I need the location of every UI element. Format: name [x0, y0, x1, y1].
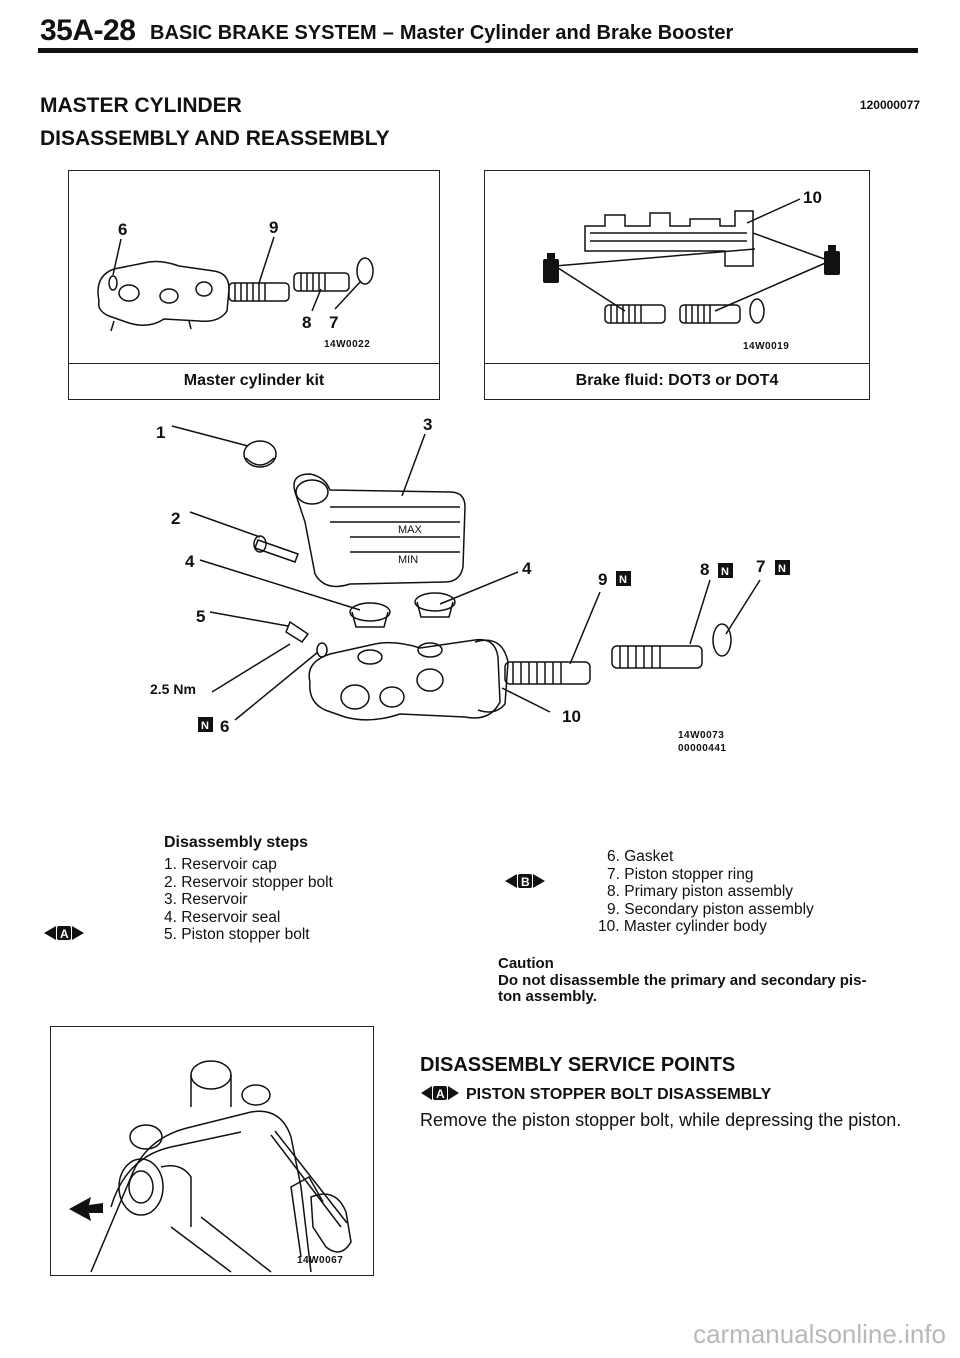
new-part-symbols: N N N N — [198, 560, 790, 732]
service-point-a-title: PISTON STOPPER BOLT DISASSEMBLY — [466, 1086, 772, 1103]
mark-letter: A — [436, 1087, 445, 1101]
exploded-view-figure: 1 2 3 4 4 5 2.5 Nm 6 9 8 7 10 N N N N MA… — [150, 415, 790, 754]
step-item: 2. Reservoir stopper bolt — [164, 873, 333, 891]
step-item: 8. Primary piston assembly — [607, 883, 794, 901]
kit-callout-8: 8 — [302, 313, 311, 332]
header-subsection: Master Cylinder and Brake Booster — [399, 22, 734, 44]
step-item: 9. Secondary piston assembly — [607, 900, 814, 918]
caution-text: Do not disassemble the primary and secon… — [498, 971, 867, 989]
n-symbol: N — [201, 720, 209, 732]
mark-letter: A — [60, 927, 69, 941]
kit-caption: Master cylinder kit — [69, 363, 439, 398]
callout-6: 6 — [220, 717, 229, 736]
fluid-figure-code: 14W0019 — [743, 341, 789, 352]
step-item: 4. Reservoir seal — [164, 908, 281, 926]
service-points-heading: DISASSEMBLY SERVICE POINTS — [420, 1054, 736, 1076]
service-mark-a: A — [44, 926, 84, 941]
kit-figure-code: 14W0022 — [324, 339, 370, 350]
max-mark: MAX — [398, 524, 423, 536]
step-item: 6. Gasket — [607, 848, 674, 865]
fluid-caption: Brake fluid: DOT3 or DOT4 — [485, 363, 869, 398]
exploded-figure-code: 14W0073 — [678, 730, 724, 741]
caution-block: Caution Do not disassemble the primary a… — [498, 955, 867, 1006]
fluid-illustration: 10 14W0019 — [543, 188, 840, 352]
callout-3: 3 — [423, 415, 432, 434]
main-title: MASTER CYLINDER — [40, 94, 242, 117]
callout-2: 2 — [171, 509, 180, 528]
header-separator: – — [382, 22, 394, 44]
kit-callout-9: 9 — [269, 218, 278, 237]
watermark: carmanualsonline.info — [693, 1319, 946, 1349]
service-point-a-body: Remove the piston stopper bolt, while de… — [420, 1110, 902, 1130]
kit-illustration: 6 9 8 7 14W0022 — [97, 218, 374, 350]
callout-4-right: 4 — [522, 559, 532, 578]
callout-7: 7 — [756, 557, 765, 576]
n-symbol: N — [778, 563, 786, 575]
fluid-figure: 10 14W0019 Brake fluid: DOT3 or DOT4 — [484, 170, 870, 400]
caution-label: Caution — [498, 955, 554, 972]
min-mark: MIN — [398, 554, 418, 566]
mark-letter: B — [521, 875, 530, 889]
callout-4-left: 4 — [185, 552, 195, 571]
callout-1: 1 — [156, 423, 165, 442]
stopper-bolt-figure: 14W0067 — [50, 1026, 374, 1276]
step-item: 1. Reservoir cap — [164, 856, 277, 873]
stopper-bolt-illustration: 14W0067 — [69, 1060, 352, 1273]
callout-5: 5 — [196, 607, 205, 626]
fluid-callout-10: 10 — [803, 188, 822, 207]
steps-left-list: 1. Reservoir cap 2. Reservoir stopper bo… — [164, 856, 333, 944]
kit-figure: 6 9 8 7 14W0022 Master cylinder kit — [68, 170, 440, 400]
document-id: 120000077 — [859, 98, 920, 112]
service-mark-b: B — [505, 874, 545, 889]
step-item: 5. Piston stopper bolt — [164, 926, 310, 944]
step-item: 7. Piston stopper ring — [607, 865, 754, 883]
header-rule — [38, 48, 918, 53]
kit-callouts: 6 9 8 7 14W0022 — [118, 218, 370, 350]
torque-value: 2.5 Nm — [150, 681, 196, 697]
sub-title: DISASSEMBLY AND REASSEMBLY — [40, 127, 390, 150]
exploded-figure-code: 00000441 — [678, 743, 727, 754]
header-title: BASIC BRAKE SYSTEM–Master Cylinder and B… — [150, 22, 733, 45]
page-number: 35A-28 — [40, 14, 136, 47]
stopper-bolt-figure-code: 14W0067 — [297, 1255, 343, 1266]
steps-heading: Disassembly steps — [164, 834, 309, 851]
header-section: BASIC BRAKE SYSTEM — [150, 22, 377, 44]
caution-text: ton assembly. — [498, 988, 597, 1005]
steps-right-list: 6. Gasket 7. Piston stopper ring 8. Prim… — [598, 848, 814, 936]
callout-9: 9 — [598, 570, 607, 589]
callout-10: 10 — [562, 707, 581, 726]
step-item: 3. Reservoir — [164, 891, 248, 909]
kit-callout-6: 6 — [118, 220, 127, 239]
step-item: 10. Master cylinder body — [598, 918, 767, 936]
n-symbol: N — [721, 566, 729, 578]
n-symbol: N — [619, 574, 627, 586]
service-point-a: A PISTON STOPPER BOLT DISASSEMBLY — [420, 1085, 771, 1104]
callout-8: 8 — [700, 560, 709, 579]
service-mark-a-icon: A — [421, 1086, 459, 1101]
kit-callout-7: 7 — [329, 313, 338, 332]
